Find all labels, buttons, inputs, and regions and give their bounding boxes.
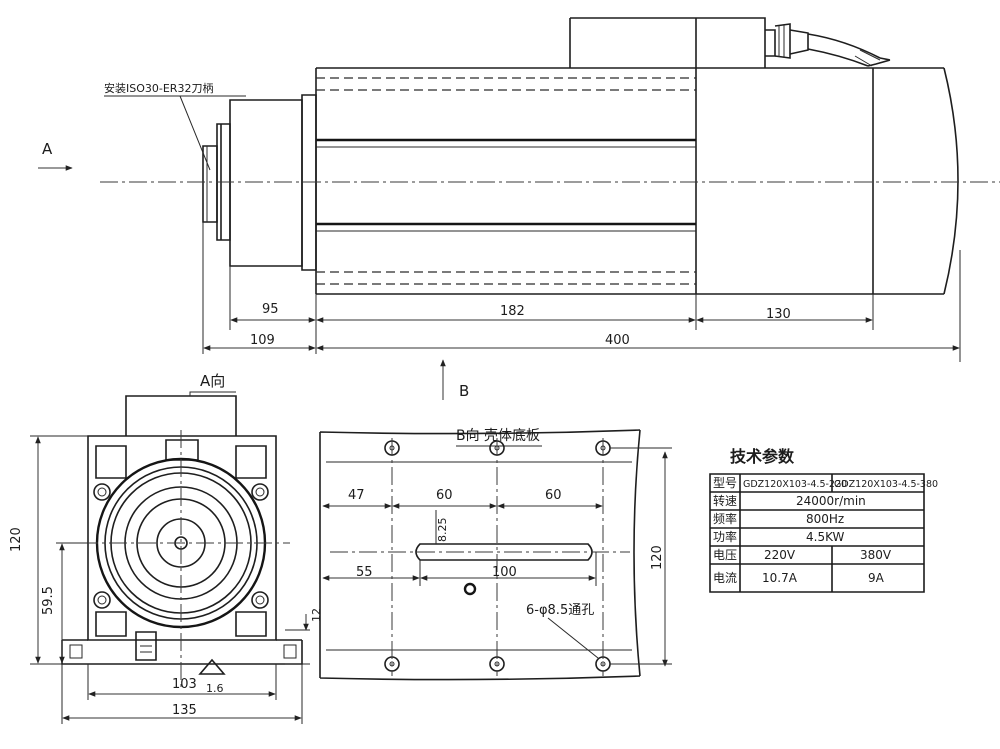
spec-label-frequency: 频率 [713, 511, 737, 526]
dim-55: 55 [356, 565, 373, 580]
view-b-marker: B [440, 359, 469, 400]
dim-8-25: 8.25 [436, 518, 449, 543]
dim-1-6: 1.6 [206, 682, 224, 695]
spec-model-220: GDZ120X103-4.5-220 [743, 479, 847, 490]
tool-holder-leader [104, 95, 246, 171]
spec-label-speed: 转速 [713, 493, 737, 508]
tool-holder-note: 安装ISO30-ER32刀柄 [104, 81, 213, 95]
dim-100: 100 [492, 565, 517, 580]
base-view-title: B向 壳体底板 [456, 427, 540, 444]
view-a-letter: A [42, 140, 53, 158]
spec-label-voltage: 电压 [713, 548, 737, 562]
spec-voltage-220: 220V [764, 548, 796, 562]
spec-table: 技术参数 型号 GDZ120X103-4.5-220 GDZ120X103-4.… [709, 447, 938, 593]
hole-leader [547, 617, 599, 659]
dim-12: 12 [310, 608, 323, 622]
front-view-a: A向 120 [9, 372, 323, 724]
dim-60-b: 60 [545, 488, 562, 503]
dim-109: 109 [250, 333, 275, 348]
front-view-title: A向 [200, 372, 225, 390]
spec-speed: 24000r/min [796, 494, 866, 508]
spec-model-380: GDZ120X103-4.5-380 [834, 479, 938, 490]
dim-95: 95 [262, 302, 279, 317]
slot [415, 543, 593, 561]
spec-label-power: 功率 [713, 529, 737, 544]
roughness-symbol [198, 658, 226, 675]
motor-housing [315, 67, 959, 295]
spec-table-title: 技术参数 [730, 447, 795, 466]
side-view: A 安装ISO30-ER32刀柄 95 182 130 109 400 B [38, 17, 1000, 400]
dim-130: 130 [766, 307, 791, 322]
dim-60-a: 60 [436, 488, 453, 503]
dim-47: 47 [348, 488, 365, 503]
spec-power: 4.5KW [806, 530, 845, 544]
spec-voltage-380: 380V [860, 548, 892, 562]
spec-label-model: 型号 [713, 476, 737, 490]
dim-103: 103 [172, 677, 197, 692]
spec-frequency: 800Hz [806, 512, 844, 526]
front-flange [202, 94, 317, 271]
view-a-marker: A [38, 140, 73, 171]
dim-120-base: 120 [650, 545, 665, 570]
spec-label-current: 电流 [713, 571, 737, 585]
base-view-b: B向 壳体底板 47 60 60 8.25 55 100 120 6-φ8.5 [319, 427, 672, 681]
side-dimensions: 95 182 130 109 400 [202, 222, 961, 362]
spec-current-220: 10.7A [762, 571, 798, 585]
dim-59-5: 59.5 [41, 586, 56, 615]
hole-note: 6-φ8.5通孔 [526, 603, 594, 618]
dim-182: 182 [500, 304, 525, 319]
dim-135: 135 [172, 703, 197, 718]
spec-current-380: 9A [868, 571, 885, 585]
dim-400: 400 [605, 333, 630, 348]
view-b-letter: B [459, 382, 469, 400]
dim-120-front: 120 [9, 527, 24, 552]
junction-box [569, 17, 891, 68]
